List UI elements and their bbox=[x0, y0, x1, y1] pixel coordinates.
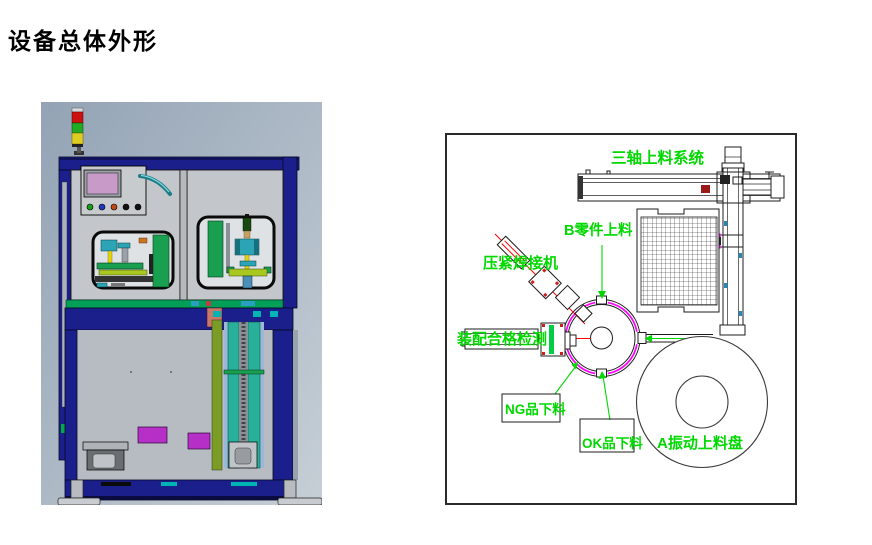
junction-red-block bbox=[701, 185, 710, 193]
bowl-feeder bbox=[635, 335, 769, 469]
label-ng-unload: NG品下料 bbox=[505, 401, 566, 417]
tower-light-icon bbox=[71, 107, 84, 155]
label-ok-unload: OK品下料 bbox=[582, 435, 643, 451]
magenta-block-1 bbox=[137, 426, 168, 444]
label-assembly-check: 装配合格检测 bbox=[456, 330, 547, 348]
hmi-screen bbox=[86, 172, 119, 195]
leveling-feet bbox=[57, 479, 322, 505]
right-window bbox=[196, 214, 276, 290]
left-window bbox=[91, 230, 175, 290]
label-press-welder: 压紧焊接机 bbox=[483, 254, 558, 272]
table-edge-strip bbox=[65, 299, 284, 309]
ng-label-box bbox=[501, 393, 561, 423]
door-handle-highlight bbox=[140, 174, 170, 193]
gantry-extension bbox=[742, 171, 785, 199]
grid-tray bbox=[636, 208, 720, 313]
press-welder-assembly bbox=[494, 233, 593, 325]
bottom-beam bbox=[64, 479, 294, 501]
layout-figure-canvas: 三轴上料系统 B零件上料 压紧焊接机 装配合格检测 NG品下料 OK品下料 A振… bbox=[445, 133, 797, 505]
label-gantry: 三轴上料系统 bbox=[611, 148, 705, 167]
lower-left-box bbox=[82, 441, 129, 471]
ok-label-box bbox=[579, 418, 635, 453]
station-right bbox=[637, 332, 647, 344]
cad-figure bbox=[41, 102, 322, 505]
hmi-buttons bbox=[86, 203, 142, 211]
leader-lines bbox=[554, 245, 611, 421]
label-bowl-feeder: A振动上料盘 bbox=[657, 434, 743, 452]
door-divider bbox=[179, 169, 188, 301]
cad-figure-canvas bbox=[41, 102, 322, 505]
beam-shadow bbox=[59, 157, 299, 160]
hmi-panel bbox=[80, 165, 147, 216]
olive-strip bbox=[211, 319, 223, 471]
magenta-block-2 bbox=[187, 432, 211, 450]
page-title: 设备总体外形 bbox=[8, 29, 158, 54]
assembly-check-unit bbox=[460, 322, 591, 357]
right-side-column bbox=[282, 156, 298, 309]
layout-figure: 三轴上料系统 B零件上料 压紧焊接机 装配合格检测 NG品下料 OK品下料 A振… bbox=[445, 133, 797, 505]
lower-section bbox=[64, 319, 298, 481]
elevator-unit bbox=[223, 321, 265, 469]
gantry-z-rail bbox=[701, 146, 751, 336]
label-part-b-feed: B零件上料 bbox=[564, 221, 633, 239]
